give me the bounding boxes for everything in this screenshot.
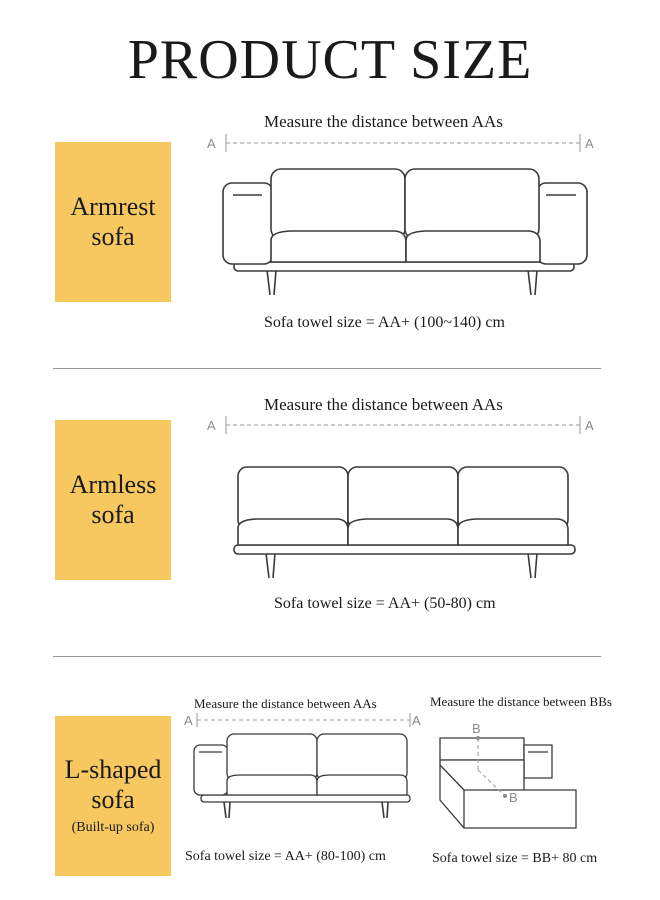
tag-line-1: L-shaped xyxy=(64,755,162,784)
armless-sofa-drawing xyxy=(233,466,576,579)
tag-line-1: Armrest xyxy=(70,192,156,221)
tag-line-2: sofa xyxy=(91,500,135,529)
marker-a-left: A xyxy=(207,136,216,151)
measure-label-b: Measure the distance between BBs xyxy=(430,694,612,709)
marker-a-right: A xyxy=(412,713,421,728)
marker-b-top: B xyxy=(472,721,481,736)
armrest-sofa-tag: Armrest sofa xyxy=(55,142,171,302)
divider xyxy=(53,368,601,369)
l-shaped-sofa-tag: L-shaped sofa (Built-up sofa) xyxy=(55,716,171,876)
marker-a-right: A xyxy=(585,136,594,151)
page-title: PRODUCT SIZE xyxy=(127,29,533,91)
size-label: Sofa towel size = AA+ (50-80) cm xyxy=(274,595,496,612)
size-label: Sofa towel size = AA+ (100~140) cm xyxy=(264,314,505,331)
l-shaped-corner-drawing: B B xyxy=(439,721,577,829)
marker-a-left: A xyxy=(184,713,193,728)
tag-line-2: sofa xyxy=(91,785,135,814)
measure-line-1: A A xyxy=(207,134,594,152)
measure-label-a: Measure the distance between AAs xyxy=(194,696,377,711)
measure-label: Measure the distance between AAs xyxy=(264,112,503,131)
size-label-b: Sofa towel size = BB+ 80 cm xyxy=(432,851,598,866)
tag-line-1: Armless xyxy=(69,470,157,499)
armless-sofa-tag: Armless sofa xyxy=(55,420,171,580)
tag-sub: (Built-up sofa) xyxy=(71,820,155,835)
measure-line-3a: A A xyxy=(184,713,421,728)
marker-a-left: A xyxy=(207,418,216,433)
measure-label: Measure the distance between AAs xyxy=(264,395,503,414)
armrest-sofa-drawing xyxy=(222,168,588,296)
marker-b-bottom: B xyxy=(509,790,518,805)
measure-line-2: A A xyxy=(207,416,594,434)
l-shaped-front-drawing xyxy=(193,733,411,819)
size-label-a: Sofa towel size = AA+ (80-100) cm xyxy=(185,849,386,864)
marker-a-right: A xyxy=(585,418,594,433)
tag-line-2: sofa xyxy=(91,222,135,251)
divider xyxy=(53,656,601,657)
